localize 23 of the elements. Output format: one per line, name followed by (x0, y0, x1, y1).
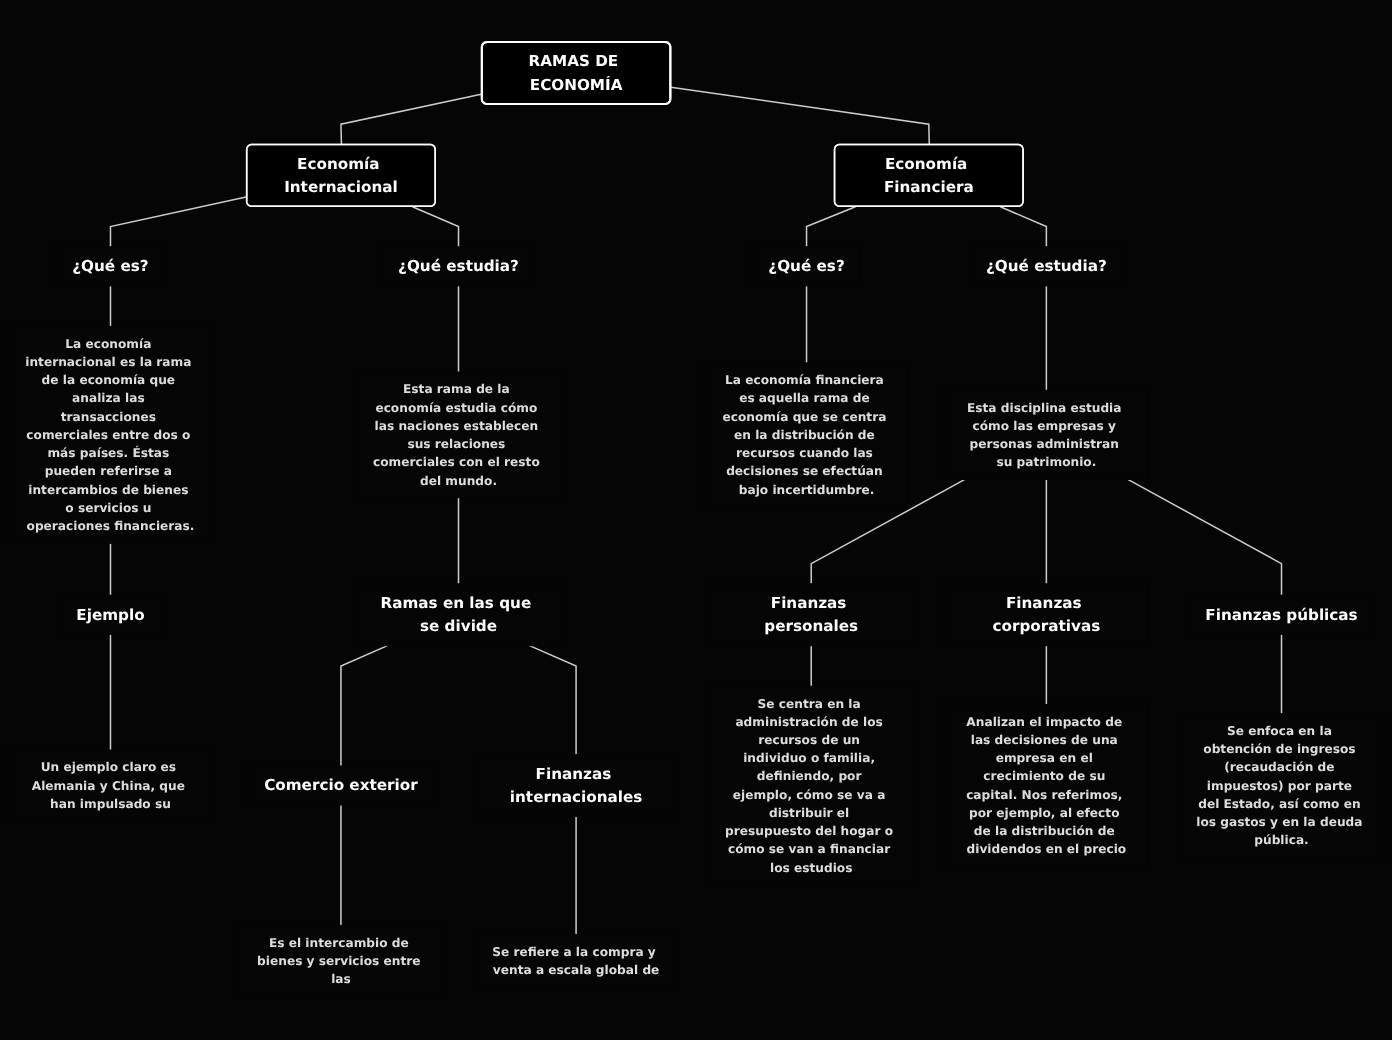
connector (1045, 645, 1048, 706)
connector (1045, 285, 1048, 392)
connector (109, 285, 112, 328)
connector (810, 645, 812, 688)
connector (411, 206, 460, 249)
connector (109, 196, 248, 249)
connector (999, 206, 1048, 249)
connector (457, 497, 460, 586)
connector (810, 479, 966, 586)
connector (1045, 479, 1048, 586)
connector (1280, 634, 1283, 716)
connector (1127, 479, 1283, 597)
connector (109, 634, 112, 752)
connector (528, 645, 577, 757)
connector (340, 645, 389, 768)
connector (805, 206, 857, 249)
connector (109, 543, 112, 597)
connector (670, 87, 931, 147)
connector (457, 285, 460, 374)
connector (805, 285, 808, 365)
connector (340, 805, 342, 927)
connector (340, 94, 484, 147)
connector (575, 816, 577, 937)
